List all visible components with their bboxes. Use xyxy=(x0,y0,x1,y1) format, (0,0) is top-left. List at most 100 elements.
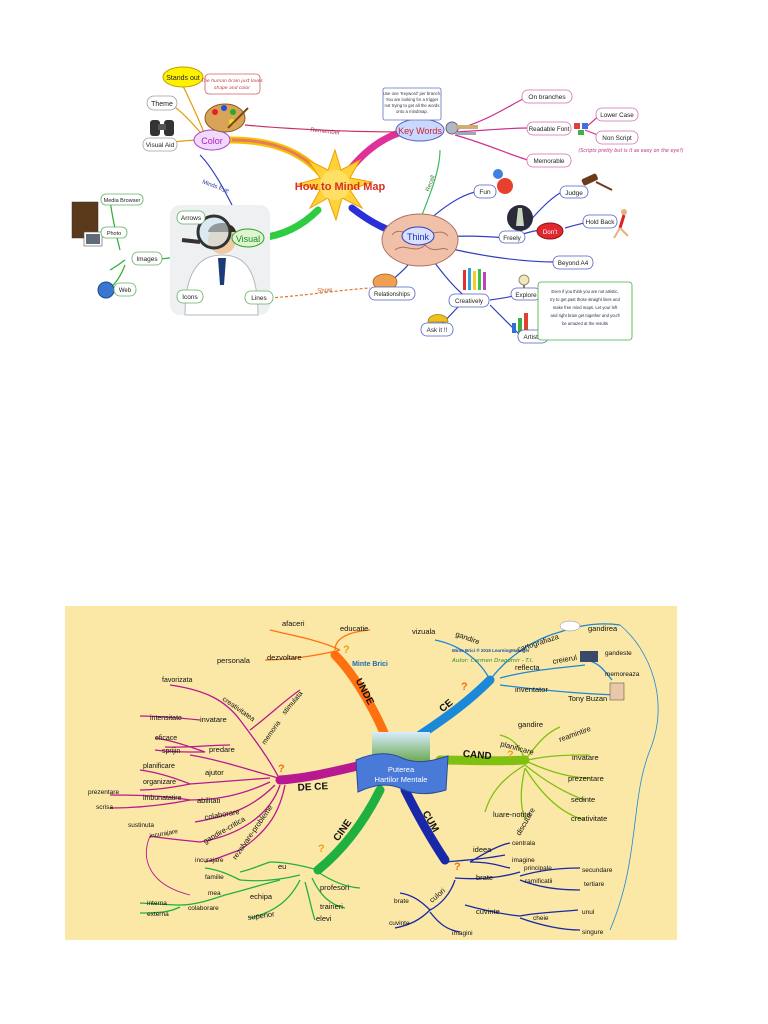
dece-sustinuta: sustinuta xyxy=(128,822,154,829)
cine-eu: eu xyxy=(278,862,286,871)
branch-line-ce xyxy=(415,675,495,740)
portrait-icon xyxy=(609,682,625,701)
dece-prezentare: prezentare xyxy=(88,789,119,796)
ce-gandeste: gandeste xyxy=(605,650,632,657)
branch-visual: Visual xyxy=(236,234,260,244)
node-beyond-a4: Beyond A4 xyxy=(558,260,589,267)
cine-mea: mea xyxy=(208,890,221,897)
globe-icon xyxy=(97,281,115,299)
node-lower-case: Lower Case xyxy=(600,112,634,119)
branch-line-cum xyxy=(400,785,450,865)
cum-centrala: centrala xyxy=(512,840,536,847)
cand-creativitate: creativitate xyxy=(571,814,607,823)
cum-principale: principale xyxy=(524,865,552,872)
cum-cuvinte-2: cuvinte xyxy=(389,920,410,927)
dece-abilitati: abilitati xyxy=(197,796,221,805)
cand-luare-notite: luare-notite xyxy=(493,810,531,819)
branch-line-dece xyxy=(275,760,367,785)
question-figure-icon: ? ? ? ? ? ? xyxy=(278,644,514,873)
author-line-1: Minte Brici ® 2015 LearningManager xyxy=(452,647,530,653)
binoculars-icon xyxy=(150,120,174,136)
ce-reflecta: reflecta xyxy=(515,663,540,672)
node-web: Web xyxy=(119,288,132,294)
mind-map-puterea: Puterea Hartilor Mentale Minte Brici Min… xyxy=(65,606,677,940)
cine-profesori: profesori xyxy=(320,883,350,892)
node-images: Images xyxy=(136,256,158,263)
branch-line-unde xyxy=(330,650,390,740)
helmet-icon xyxy=(427,314,449,323)
font-icons xyxy=(574,123,588,135)
node-creatively: Creatively xyxy=(455,298,484,305)
cum-cuvinte: cuvinte xyxy=(476,907,500,916)
node-dont: Don't xyxy=(543,229,558,236)
cine-echipa: echipa xyxy=(250,892,273,901)
link-minds-eye: Minds Eye xyxy=(201,179,230,194)
node-script-note: (Scripts pretty but is it as easy on the… xyxy=(578,148,683,154)
svg-text:?: ? xyxy=(318,843,325,855)
unde-dezvoltare: dezvoltare xyxy=(267,653,302,662)
dece-scrisa: scrisa xyxy=(96,804,113,811)
cine-elevi: elevi xyxy=(316,914,332,923)
creative-note-4: and right brain get together and you'll xyxy=(550,313,619,318)
logo-minte-brici: Minte Brici xyxy=(352,661,388,668)
node-color-note-1: The human brain just loves xyxy=(201,78,263,84)
chart-icon xyxy=(512,313,528,333)
cine-colaborare: colaborare xyxy=(188,905,219,912)
unde-personala: personala xyxy=(217,656,251,665)
link-show: Show xyxy=(317,287,333,294)
dece-invatare: invatare xyxy=(200,715,227,724)
link-remember: Remember xyxy=(310,127,340,136)
dece-organizare: organizare xyxy=(143,779,176,786)
mind-map-how-to: How to Mind Map Color Stands out Theme V… xyxy=(71,66,684,344)
statue-icon xyxy=(507,205,533,231)
cum-secundare: secundare xyxy=(582,867,613,874)
creative-note-1: Even if you think you are not artistic, xyxy=(551,289,618,294)
dece-favorizata: favorizata xyxy=(162,677,192,684)
node-artistic: Artistic xyxy=(524,334,543,341)
svg-text:?: ? xyxy=(461,681,468,693)
node-memorable: Memorable xyxy=(534,158,566,165)
node-lines: Lines xyxy=(251,295,267,302)
gavel-icon xyxy=(581,173,613,191)
cine-familie: familie xyxy=(205,874,224,881)
cum-ramificatii: ramificatii xyxy=(525,878,552,885)
cum-brate: brate xyxy=(476,873,493,882)
branch-cand: CAND xyxy=(462,749,492,762)
node-readable-font: Readable Font xyxy=(529,126,570,133)
cum-unul: unul xyxy=(582,909,595,916)
cine-externa: externa xyxy=(147,911,169,918)
node-icons: Icons xyxy=(182,294,198,301)
dece-ajutor: ajutor xyxy=(205,768,224,777)
kw-note-2: You are looking for a trigger xyxy=(386,97,439,102)
dece-intensitate: intensitate xyxy=(150,715,182,722)
cum-singure: singure xyxy=(582,929,604,936)
cum-brate-2: brate xyxy=(394,898,409,905)
author-line-2: Autor: Carmen Dragomir - T.I. xyxy=(451,658,534,664)
creative-note-2: try to get past those straight lines and xyxy=(550,297,620,302)
branch-line-cand xyxy=(435,755,530,766)
keys-icon xyxy=(445,121,478,135)
node-relationships: Relationships xyxy=(374,292,410,298)
fun-icon xyxy=(493,169,513,194)
ce-gandirea: gandirea xyxy=(588,624,618,633)
cum-tertiare: tertiare xyxy=(584,881,605,888)
cand-prezentare: prezentare xyxy=(568,774,604,783)
dece-imbunatatire: imbunatatire xyxy=(143,795,182,802)
center-title: How to Mind Map xyxy=(295,181,386,193)
cum-imagine: imagine xyxy=(512,857,535,864)
cand-gandire: gandire xyxy=(518,720,543,729)
branch-key-words: Key Words xyxy=(398,126,442,136)
ce-inventator: inventator xyxy=(515,685,548,694)
cine-superior: superior xyxy=(247,909,276,922)
svg-text:?: ? xyxy=(507,749,514,761)
branch-line-cine xyxy=(313,785,385,875)
center-title-2: Hartilor Mentale xyxy=(375,775,428,784)
cum-imagini: imagini xyxy=(452,930,473,937)
ce-memoreaza: memoreaza xyxy=(605,671,640,678)
node-judge: Judge xyxy=(565,190,583,197)
node-on-branches: On branches xyxy=(528,94,566,101)
branch-color: Color xyxy=(201,136,223,146)
svg-text:?: ? xyxy=(278,763,285,775)
dece-predare: predare xyxy=(209,745,235,754)
